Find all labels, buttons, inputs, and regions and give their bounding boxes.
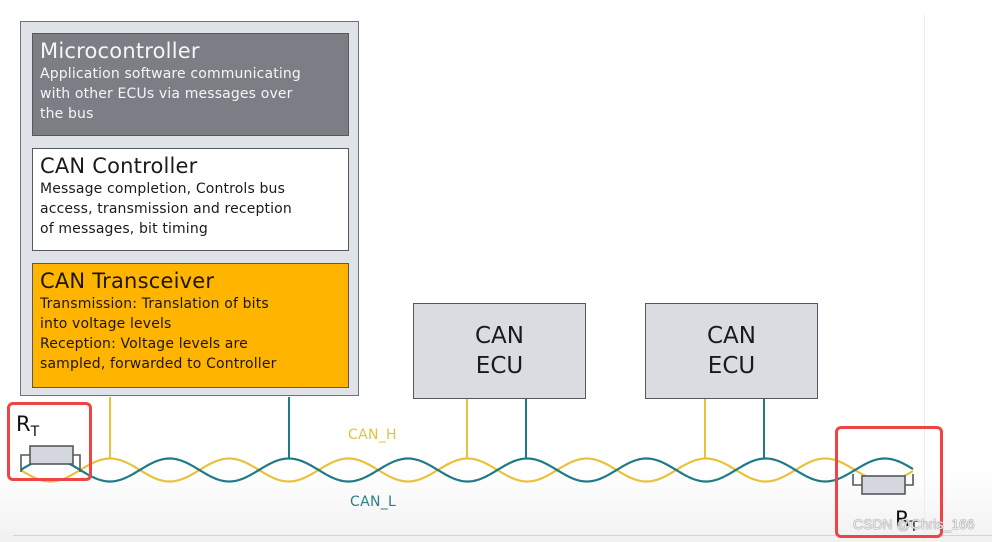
- terminator-symbol: R: [16, 412, 31, 436]
- terminator-subscript: T: [909, 519, 919, 535]
- ecu-label-line1: CAN: [475, 323, 524, 349]
- can-controller-desc-line: Message completion, Controls bus: [40, 181, 286, 197]
- can-l-wire: [20, 457, 914, 483]
- page-border: [924, 15, 925, 542]
- watermark: CSDN @Chris_166: [853, 516, 975, 532]
- ecu-label-line1: CAN: [707, 323, 756, 349]
- left-resistor-icon: [29, 445, 74, 465]
- can-h-label: CAN_H: [348, 427, 397, 443]
- can-transceiver-block: CAN Transceiver Transmission: Translatio…: [32, 263, 349, 388]
- left-resistor-lead: [73, 454, 81, 472]
- can-transceiver-desc-line: into voltage levels: [40, 316, 172, 332]
- left-terminator-label: RT: [16, 412, 39, 440]
- can-controller-desc-line: of messages, bit timing: [40, 221, 208, 237]
- right-terminator-highlight: [835, 426, 943, 538]
- microcontroller-desc-line: with other ECUs via messages over: [40, 86, 293, 102]
- can-ecu-2: CAN ECU: [645, 303, 818, 399]
- microcontroller-title: Microcontroller: [40, 39, 200, 63]
- can-controller-block: CAN Controller Message completion, Contr…: [32, 148, 349, 251]
- can-transceiver-desc-line: Transmission: Translation of bits: [40, 296, 269, 312]
- microcontroller-desc-line: Application software communicating: [40, 66, 301, 82]
- can-l-label: CAN_L: [350, 494, 397, 510]
- can-transceiver-title: CAN Transceiver: [40, 269, 215, 293]
- microcontroller-block: Microcontroller Application software com…: [32, 33, 349, 136]
- left-terminator-highlight: [7, 402, 92, 481]
- ecu-label-line2: ECU: [707, 353, 756, 379]
- terminator-symbol: R: [895, 507, 910, 531]
- bottom-rule: [13, 535, 992, 536]
- right-terminator-label: RT: [895, 507, 918, 535]
- can-ecu-1: CAN ECU: [413, 303, 586, 399]
- ecu-label-line2: ECU: [475, 353, 524, 379]
- right-resistor-icon: [861, 475, 906, 495]
- right-resistor-lead: [852, 474, 862, 486]
- can-transceiver-desc-line: sampled, forwarded to Controller: [40, 356, 277, 372]
- right-resistor-lead: [905, 474, 914, 486]
- terminator-subscript: T: [30, 424, 40, 440]
- ecu-stack: Microcontroller Application software com…: [20, 21, 359, 396]
- can-controller-desc-line: access, transmission and reception: [40, 201, 292, 217]
- can-transceiver-desc-line: Reception: Voltage levels are: [40, 336, 248, 352]
- microcontroller-desc-line: the bus: [40, 106, 94, 122]
- can-h-wire: [20, 457, 914, 483]
- left-resistor-lead: [20, 454, 30, 472]
- can-controller-title: CAN Controller: [40, 154, 198, 178]
